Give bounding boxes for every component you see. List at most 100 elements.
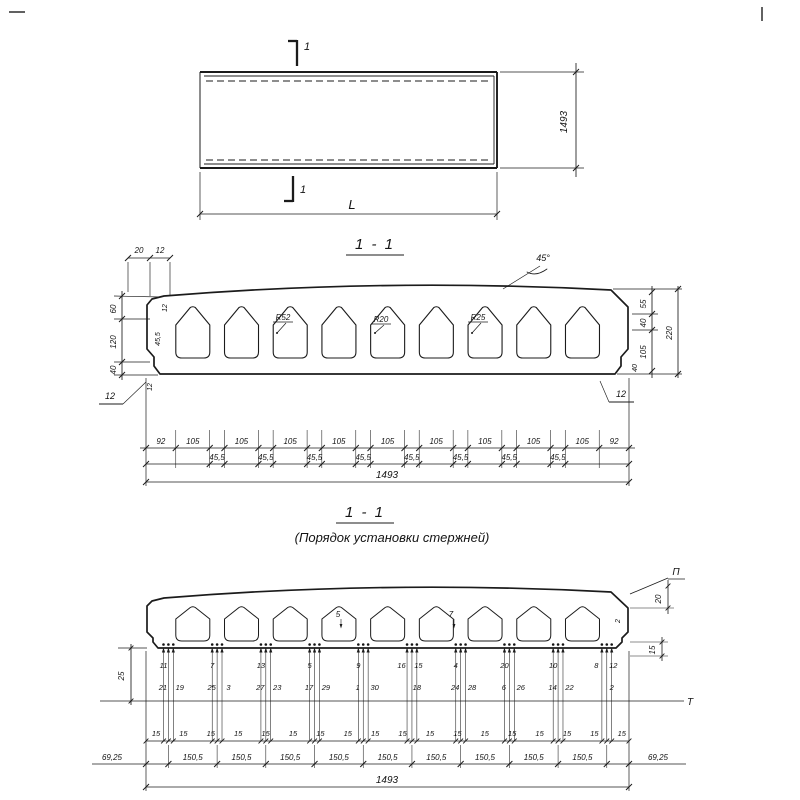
dim-label: 15 <box>453 729 462 738</box>
leader-line <box>502 265 541 290</box>
void-outline <box>564 606 600 642</box>
section-title: 1 - 1 <box>345 504 385 521</box>
leader-line <box>122 381 147 405</box>
dim-label: 15 <box>508 729 517 738</box>
dim-tick <box>196 210 204 218</box>
arrow-up-icon <box>308 647 312 653</box>
dim-tick <box>501 738 508 744</box>
rod-dot <box>405 643 409 646</box>
void-outline <box>321 306 357 359</box>
void-outline <box>467 306 503 359</box>
dim-tick <box>449 460 457 468</box>
dim-tick <box>303 444 311 452</box>
rod-number: 19 <box>176 683 185 692</box>
dim-tick <box>659 639 665 645</box>
dim-tick <box>268 738 274 744</box>
leader-dot <box>471 332 473 334</box>
dim-tick <box>306 738 313 744</box>
dim-tick <box>221 444 228 452</box>
dim-label: 15 <box>344 729 353 738</box>
leader-line <box>276 322 287 334</box>
dim-label: 105 <box>283 437 297 446</box>
void-outline <box>224 606 260 642</box>
dim-tick <box>659 653 665 659</box>
arrow-up-icon <box>210 647 214 653</box>
arrow-up-icon <box>463 647 468 653</box>
callout-label: 7 <box>449 610 454 619</box>
dim-tick <box>269 444 277 452</box>
dim-tick <box>464 460 472 468</box>
dim-tick <box>462 738 469 744</box>
dim-tick <box>316 738 323 744</box>
rod-dot <box>610 643 613 646</box>
dim-tick <box>142 444 150 452</box>
rod-dot <box>269 643 273 646</box>
dim-tick <box>599 738 605 744</box>
plan-length-label: L <box>348 197 355 212</box>
dim-label: 150,5 <box>329 753 350 762</box>
void-outline <box>272 306 308 359</box>
dim-tick <box>124 254 132 262</box>
dim-tick <box>464 444 472 452</box>
rod-number: 16 <box>397 661 406 670</box>
dim-label: 105 <box>381 437 395 446</box>
dim-tick <box>457 738 464 744</box>
dim-label: 15 <box>316 729 325 738</box>
dim-tick <box>255 460 262 468</box>
dim-label: 12 <box>105 391 115 401</box>
dim-tick <box>572 164 580 172</box>
rod-number: 21 <box>158 683 167 692</box>
dim-tick <box>209 738 215 744</box>
angle-arc <box>526 268 548 275</box>
dim-tick <box>415 444 423 452</box>
dim-label: 2 <box>615 619 622 624</box>
void-outline <box>516 306 552 359</box>
dim-tick <box>414 738 420 744</box>
leader-line <box>374 324 385 334</box>
arrow-up-icon <box>415 647 419 653</box>
rod-dot <box>561 643 565 646</box>
arrow-up-icon <box>556 647 560 653</box>
rod-dot <box>366 643 370 646</box>
rod-number: 30 <box>370 683 379 692</box>
dim-tick <box>547 444 554 452</box>
dim-tick <box>453 738 459 744</box>
rod-dot <box>556 643 560 646</box>
void-outline <box>418 306 454 359</box>
rod-dot <box>512 643 516 646</box>
arrow-up-icon <box>317 647 322 653</box>
axis-mark: Т <box>687 697 694 708</box>
dim-tick <box>360 738 366 744</box>
arrow-up-icon <box>361 647 365 653</box>
dim-tick <box>146 254 154 262</box>
dim-tick <box>165 738 172 744</box>
arrow-up-icon <box>161 647 166 653</box>
dim-tick <box>166 254 174 262</box>
view-mark: П <box>672 567 680 578</box>
rod-number: 29 <box>321 683 331 692</box>
dim-label: 40 <box>109 365 118 374</box>
rod-dot <box>215 643 219 646</box>
rod-dot <box>318 643 321 646</box>
dim-tick <box>513 460 520 468</box>
void-outline <box>516 606 552 642</box>
dim-tick <box>595 444 603 452</box>
dim-tick <box>206 444 214 452</box>
callout-label: 5 <box>336 610 341 619</box>
dim-label: 15 <box>371 729 380 738</box>
rod-dot <box>167 643 170 646</box>
rod-dot <box>259 643 263 646</box>
dim-tick <box>560 738 566 744</box>
dim-tick <box>547 460 554 468</box>
dim-tick <box>401 460 408 468</box>
rod-dot <box>210 643 214 646</box>
leader-dot <box>276 332 278 334</box>
dim-tick <box>513 444 520 452</box>
rod-dot <box>220 643 224 646</box>
dim-label: 45,5 <box>209 453 225 462</box>
dim-tick <box>352 444 360 452</box>
dim-tick <box>160 738 167 744</box>
dim-tick <box>625 444 633 452</box>
dim-tick <box>401 444 408 452</box>
